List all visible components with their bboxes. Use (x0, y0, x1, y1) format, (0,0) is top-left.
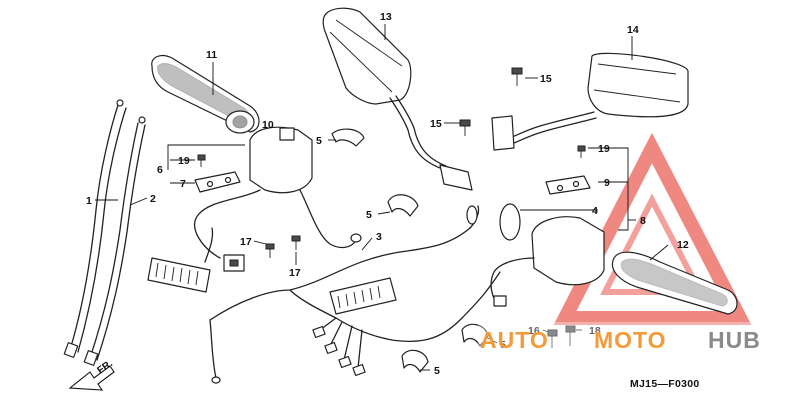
right-mirror (491, 52, 689, 151)
callout-17-b: 17 (289, 267, 301, 279)
diagram-code: MJ15—F0300 (630, 378, 700, 390)
callout-8: 8 (640, 215, 646, 227)
right-switch-housing (490, 203, 605, 307)
left-connector-block (147, 227, 214, 293)
callout-19-right: 19 (598, 143, 610, 155)
callout-12: 12 (677, 239, 689, 251)
callout-5-bottom-right: 5 (500, 339, 506, 351)
callout-labels: 1 2 3 4 5 5 5 5 6 7 8 9 10 11 12 13 14 1… (86, 11, 689, 377)
screw-right (577, 145, 586, 158)
callout-13: 13 (380, 11, 392, 23)
throttle-cables (63, 99, 146, 366)
bolt-15-lower (459, 119, 471, 136)
callout-4: 4 (592, 205, 598, 217)
watermark-moto: MOTO (594, 327, 667, 353)
callout-17-a: 17 (240, 236, 252, 248)
watermark-text: AUTO MOTO HUB (478, 322, 790, 353)
screw-left (197, 154, 206, 167)
callout-11: 11 (206, 49, 217, 61)
clamp-5-bottom-left (401, 349, 429, 373)
callout-2: 2 (150, 193, 156, 205)
watermark-hub: HUB (708, 327, 761, 353)
left-switch-housing (194, 126, 362, 259)
bolt-16 (547, 329, 558, 348)
right-grip (611, 251, 738, 315)
callout-16: 16 (528, 325, 540, 337)
callout-1: 1 (86, 195, 92, 207)
callout-7: 7 (180, 178, 186, 190)
left-grip (151, 54, 260, 134)
callout-3: 3 (376, 231, 382, 243)
callout-15-upper: 15 (540, 73, 552, 85)
callout-5-mid: 5 (366, 209, 372, 221)
callout-6: 6 (157, 164, 163, 176)
callout-14: 14 (627, 24, 639, 36)
bolt-17-a (265, 243, 275, 258)
watermark-auto: AUTO (480, 327, 549, 353)
bolt-17-b (291, 235, 301, 250)
callout-19-left: 19 (178, 155, 190, 167)
small-connector (223, 254, 245, 272)
wire-harness (209, 205, 501, 384)
clamp-5-mid (387, 194, 419, 217)
bolt-15-upper (511, 67, 523, 86)
left-mirror (322, 7, 473, 191)
callout-5-top: 5 (316, 135, 322, 147)
callout-15-lower: 15 (430, 118, 442, 130)
clamp-5-top (331, 128, 365, 147)
right-switch-bracket (545, 175, 591, 195)
callout-10: 10 (262, 119, 274, 131)
clamp-5-bottom-right (461, 323, 489, 347)
callout-5-bottom-left: 5 (434, 365, 440, 377)
callout-9: 9 (604, 177, 610, 189)
leader-lines (95, 24, 669, 371)
switch-bracket (194, 171, 241, 193)
bolt-18 (565, 325, 576, 346)
callout-18: 18 (589, 325, 601, 337)
